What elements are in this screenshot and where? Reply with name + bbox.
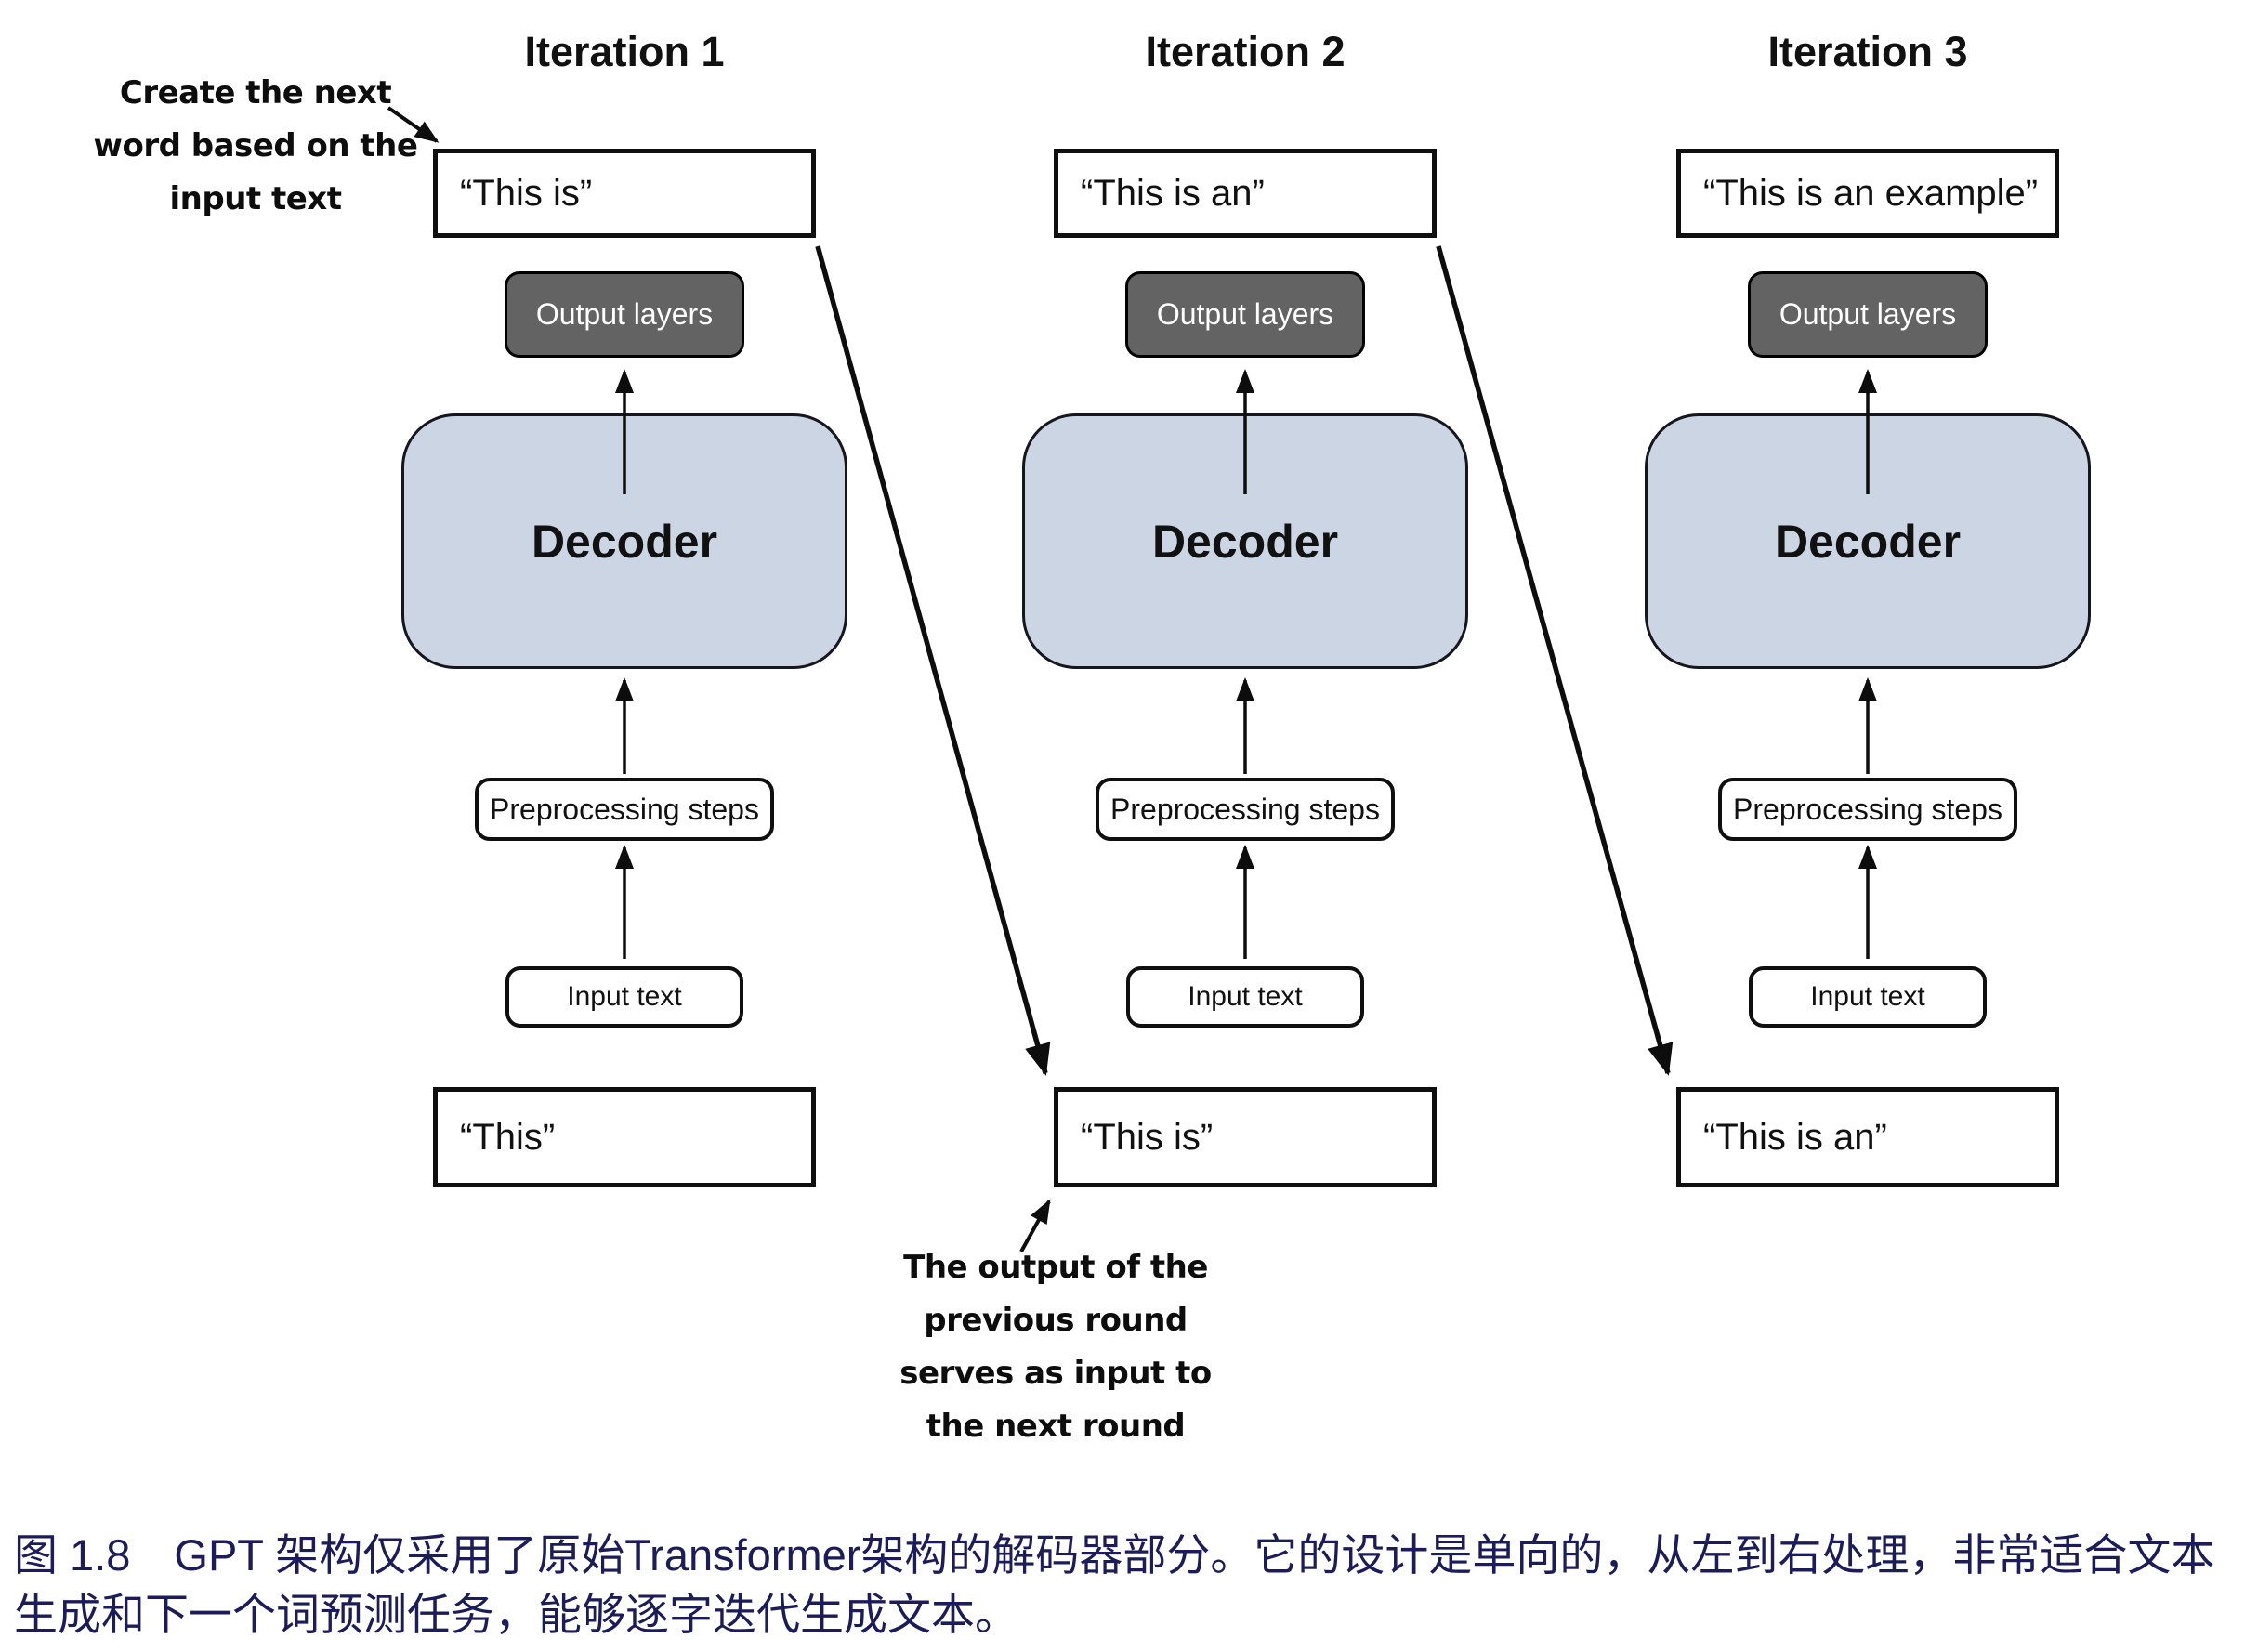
iteration-1-input-text-box: Input text <box>505 966 743 1028</box>
annotation-line: input text <box>169 180 343 217</box>
annotation-line: serves as input to <box>899 1355 1212 1392</box>
preprocessing-label: Preprocessing steps <box>490 792 759 826</box>
figure-caption: 图 1.8 GPT 架构仅采用了原始Transformer架构的解码器部分。它的… <box>14 1526 2249 1645</box>
iteration-2-generated-text-box: “This is an” <box>1054 149 1437 238</box>
output-layers-label: Output layers <box>1156 297 1334 331</box>
decoder-label: Decoder <box>1151 515 1339 568</box>
iteration-3-output-layers-box: Output layers <box>1748 271 1988 358</box>
annotation-line: previous round <box>924 1302 1188 1339</box>
iteration-2-input-quote-box: “This is” <box>1054 1087 1437 1187</box>
annotation-output-serves-input: The output of the previous round serves … <box>823 1241 1288 1453</box>
decoder-label: Decoder <box>531 515 718 568</box>
iteration-3-decoder-box: Decoder <box>1645 413 2091 669</box>
iteration-2-column: Iteration 2 “This is an” Output layers D… <box>1013 0 1477 1487</box>
iteration-3-input-text-box: Input text <box>1749 966 1987 1028</box>
iteration-3-generated-text-box: “This is an example” <box>1676 149 2059 238</box>
iteration-1-title: Iteration 1 <box>524 28 725 75</box>
iteration-3-generated-text: “This is an example” <box>1703 172 2039 214</box>
iteration-1-input-quote-box: “This” <box>433 1087 816 1187</box>
iteration-2-output-layers-box: Output layers <box>1125 271 1365 358</box>
iteration-3-input-quote-box: “This is an” <box>1676 1087 2059 1187</box>
iteration-2-decoder-box: Decoder <box>1022 413 1468 669</box>
iteration-1-preprocessing-box: Preprocessing steps <box>475 778 774 841</box>
iteration-3-preprocessing-box: Preprocessing steps <box>1718 778 2017 841</box>
iteration-3-title: Iteration 3 <box>1767 28 1968 75</box>
output-layers-label: Output layers <box>535 297 714 331</box>
preprocessing-label: Preprocessing steps <box>1110 792 1380 826</box>
preprocessing-label: Preprocessing steps <box>1733 792 2002 826</box>
iteration-1-generated-text: “This is” <box>460 172 593 214</box>
figure-caption-line-1: 图 1.8 GPT 架构仅采用了原始Transformer架构的解码器部分。它的… <box>14 1530 2215 1580</box>
iteration-1-generated-text-box: “This is” <box>433 149 816 238</box>
annotation-line: Create the next <box>119 74 392 111</box>
iteration-2-input-text-box: Input text <box>1126 966 1364 1028</box>
input-text-label: Input text <box>567 981 682 1012</box>
input-text-label: Input text <box>1810 981 1925 1012</box>
annotation-line: word based on the <box>93 127 418 164</box>
iteration-2-generated-text: “This is an” <box>1081 172 1265 214</box>
iteration-1-decoder-box: Decoder <box>401 413 847 669</box>
iteration-2-title: Iteration 2 <box>1145 28 1346 75</box>
annotation-create-next-word: Create the next word based on the input … <box>51 67 460 226</box>
iteration-2-input-quote: “This is” <box>1081 1116 1214 1158</box>
iteration-3-column: Iteration 3 “This is an example” Output … <box>1635 0 2100 1487</box>
iteration-1-output-layers-box: Output layers <box>505 271 744 358</box>
iteration-2-preprocessing-box: Preprocessing steps <box>1096 778 1395 841</box>
decoder-label: Decoder <box>1774 515 1962 568</box>
iteration-3-input-quote: “This is an” <box>1703 1116 1887 1158</box>
annotation-line: the next round <box>926 1408 1186 1445</box>
iteration-1-input-quote: “This” <box>460 1116 556 1158</box>
iteration-1-column: Iteration 1 “This is” Output layers Deco… <box>392 0 857 1487</box>
annotation-line: The output of the <box>903 1249 1208 1286</box>
output-layers-label: Output layers <box>1779 297 1957 331</box>
input-text-label: Input text <box>1188 981 1303 1012</box>
figure-caption-line-2: 生成和下一个词预测任务，能够逐字迭代生成文本。 <box>14 1590 1018 1639</box>
